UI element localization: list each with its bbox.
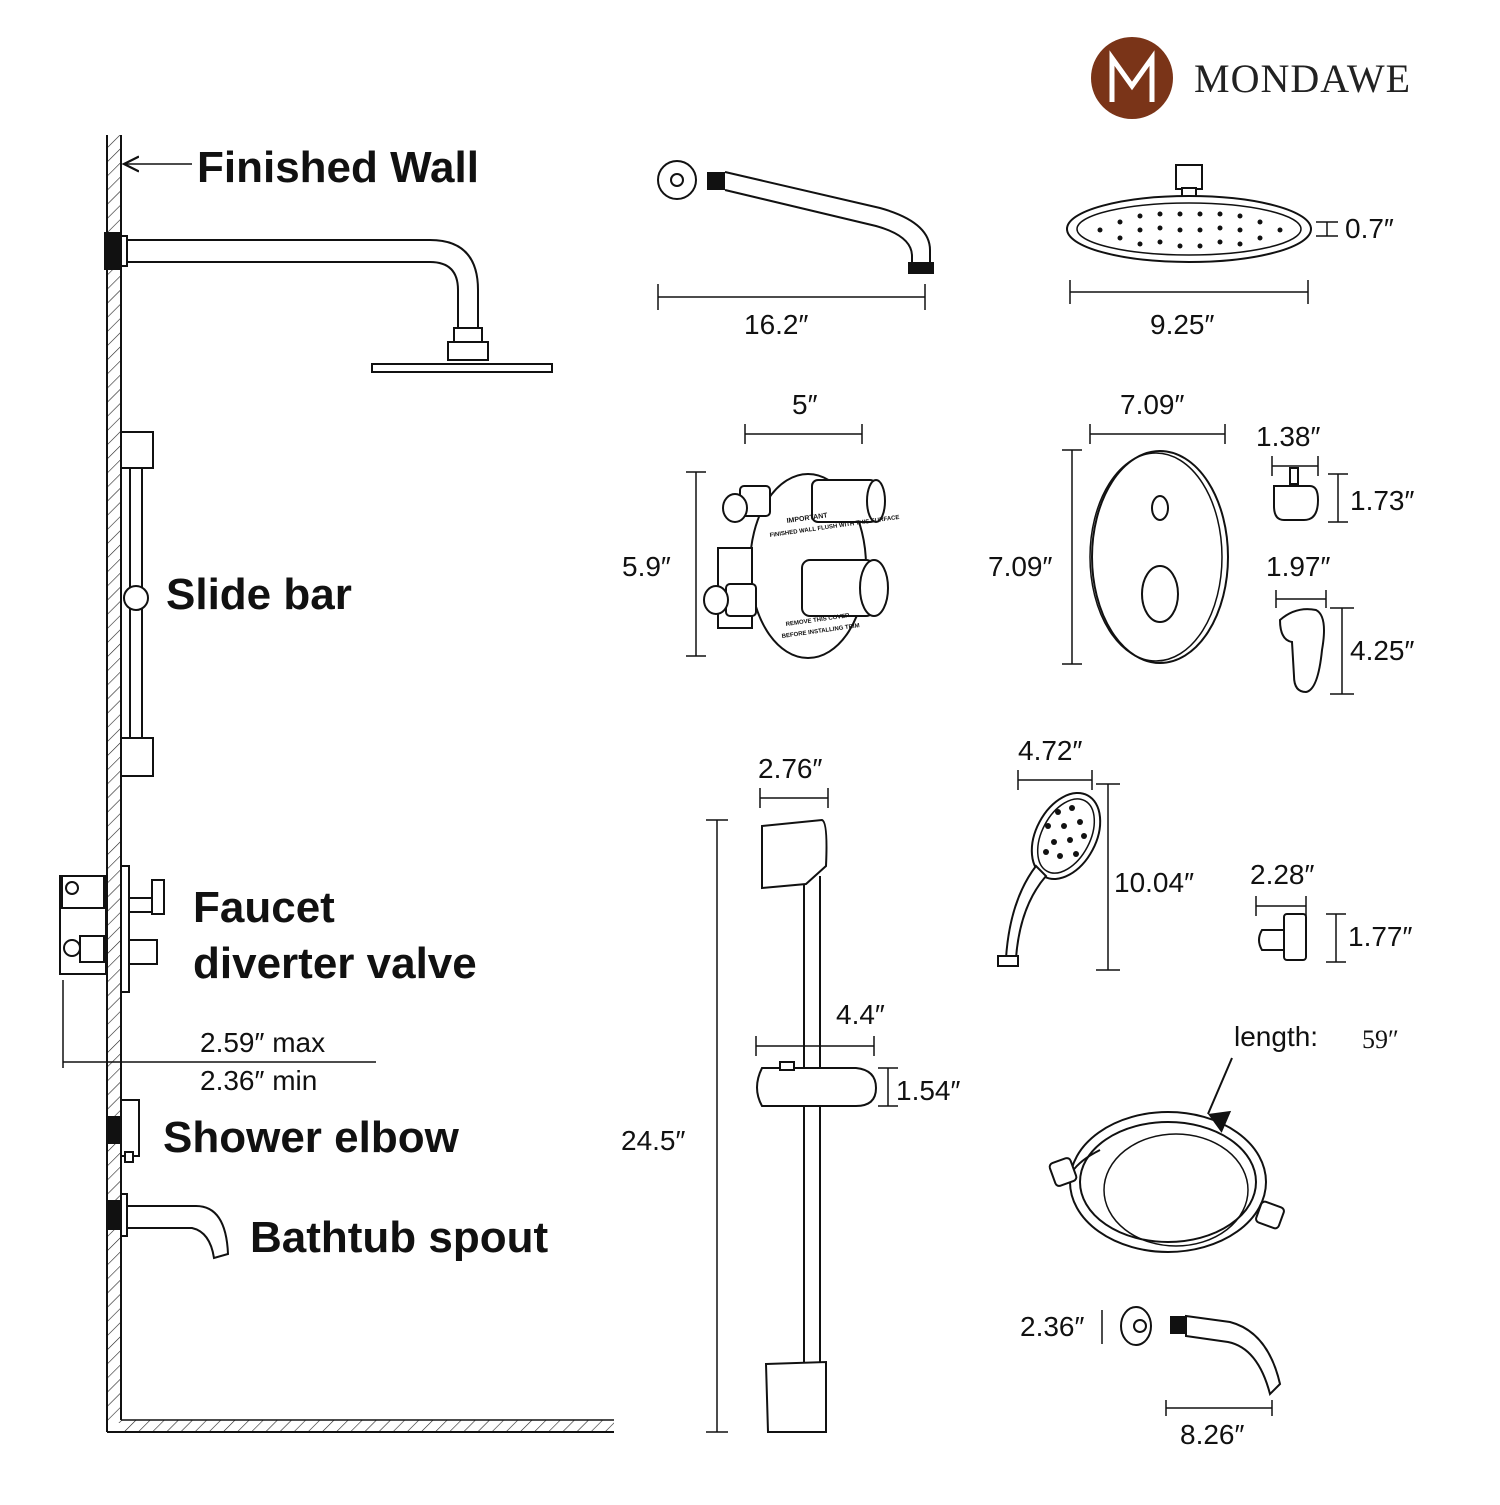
label-slide-bar: Slide bar (166, 570, 352, 619)
dim-elbow-width: 2.28″ (1250, 859, 1314, 890)
mondawe-logo-icon (1091, 37, 1173, 119)
shower-arm-part: 16.2″ (657, 160, 934, 340)
lever-part: 1.97″ 4.25″ (1266, 551, 1414, 695)
bathtub-spout-part: 2.36″ 8.26″ (1020, 1306, 1282, 1450)
shower-hose-icon: length: 59″ (1048, 1021, 1399, 1253)
dim-lever-height: 4.25″ (1350, 635, 1414, 666)
floor-icon (121, 1420, 614, 1432)
handheld-shower-icon: 4.72″ 10.04″ (997, 735, 1194, 971)
dim-shower-head-thickness: 0.7″ (1345, 213, 1394, 244)
installed-bathtub-spout: Bathtub spout (107, 1193, 549, 1262)
label-diverter-valve: diverter valve (193, 939, 477, 988)
dim-shower-head-diameter: 9.25″ (1150, 309, 1214, 340)
trim-plate-part: 7.09″ 7.09″ (988, 389, 1229, 665)
logo-m-mark (1109, 50, 1155, 102)
dim-spout-length: 8.26″ (1180, 1419, 1244, 1450)
dim-slide-bar-length: 24.5″ (621, 1125, 685, 1156)
installed-shower-arm (104, 232, 553, 373)
hose-length-label: length: (1234, 1021, 1318, 1052)
dim-lever-width: 1.97″ (1266, 551, 1330, 582)
label-faucet: Faucet (193, 883, 335, 932)
wall-max-label: 2.59″ max (200, 1027, 325, 1058)
dim-handheld-width: 4.72″ (1018, 735, 1082, 766)
brand-logo: MONDAWE (1091, 37, 1411, 119)
dim-spout-flange: 2.36″ (1020, 1311, 1084, 1342)
hose-length-value: 59″ (1362, 1025, 1399, 1054)
dim-handheld-length: 10.04″ (1114, 867, 1194, 898)
dim-shower-arm-length: 16.2″ (744, 309, 808, 340)
installed-shower-elbow: Shower elbow (107, 1099, 460, 1163)
installed-rain-shower-head-icon (371, 363, 553, 373)
slide-bar-part: 2.76″ 24.5″ 4.4″ 1.54″ (621, 753, 960, 1433)
dim-trim-width: 7.09″ (1120, 389, 1184, 420)
installed-slide-bar: Slide bar (120, 431, 352, 777)
dim-slide-holder-height: 1.54″ (896, 1075, 960, 1106)
dim-knob-height: 1.73″ (1350, 485, 1414, 516)
wall-depth-dimension: 2.59″ max 2.36″ min (62, 980, 376, 1096)
shower-head-nozzles (1097, 211, 1283, 249)
wall-min-label: 2.36″ min (200, 1065, 317, 1096)
valve-body-part: 5″ 5.9″ IMPORTANT FINISHED WALL FLUSH WI… (622, 389, 900, 659)
dim-valve-height: 5.9″ (622, 551, 671, 582)
dim-slide-bar-top-width: 2.76″ (758, 753, 822, 784)
knob-part: 1.38″ 1.73″ (1256, 421, 1414, 523)
label-bathtub-spout: Bathtub spout (250, 1213, 549, 1262)
finished-wall-icon (107, 135, 121, 1423)
label-shower-elbow: Shower elbow (163, 1113, 460, 1162)
wall-elbow-part: 2.28″ 1.77″ (1250, 859, 1412, 963)
rain-shower-head-icon: 0.7″ 9.25″ (1066, 164, 1394, 340)
brand-name: MONDAWE (1194, 56, 1411, 101)
dim-slide-holder-width: 4.4″ (836, 999, 885, 1030)
wall-section: Finished Wall Slide bar (59, 135, 614, 1433)
dim-valve-width: 5″ (792, 389, 818, 420)
label-finished-wall: Finished Wall (197, 143, 479, 192)
dim-knob-width: 1.38″ (1256, 421, 1320, 452)
dim-trim-height: 7.09″ (988, 551, 1052, 582)
installed-faucet-valve: Faucet diverter valve (59, 865, 477, 993)
dim-elbow-height: 1.77″ (1348, 921, 1412, 952)
